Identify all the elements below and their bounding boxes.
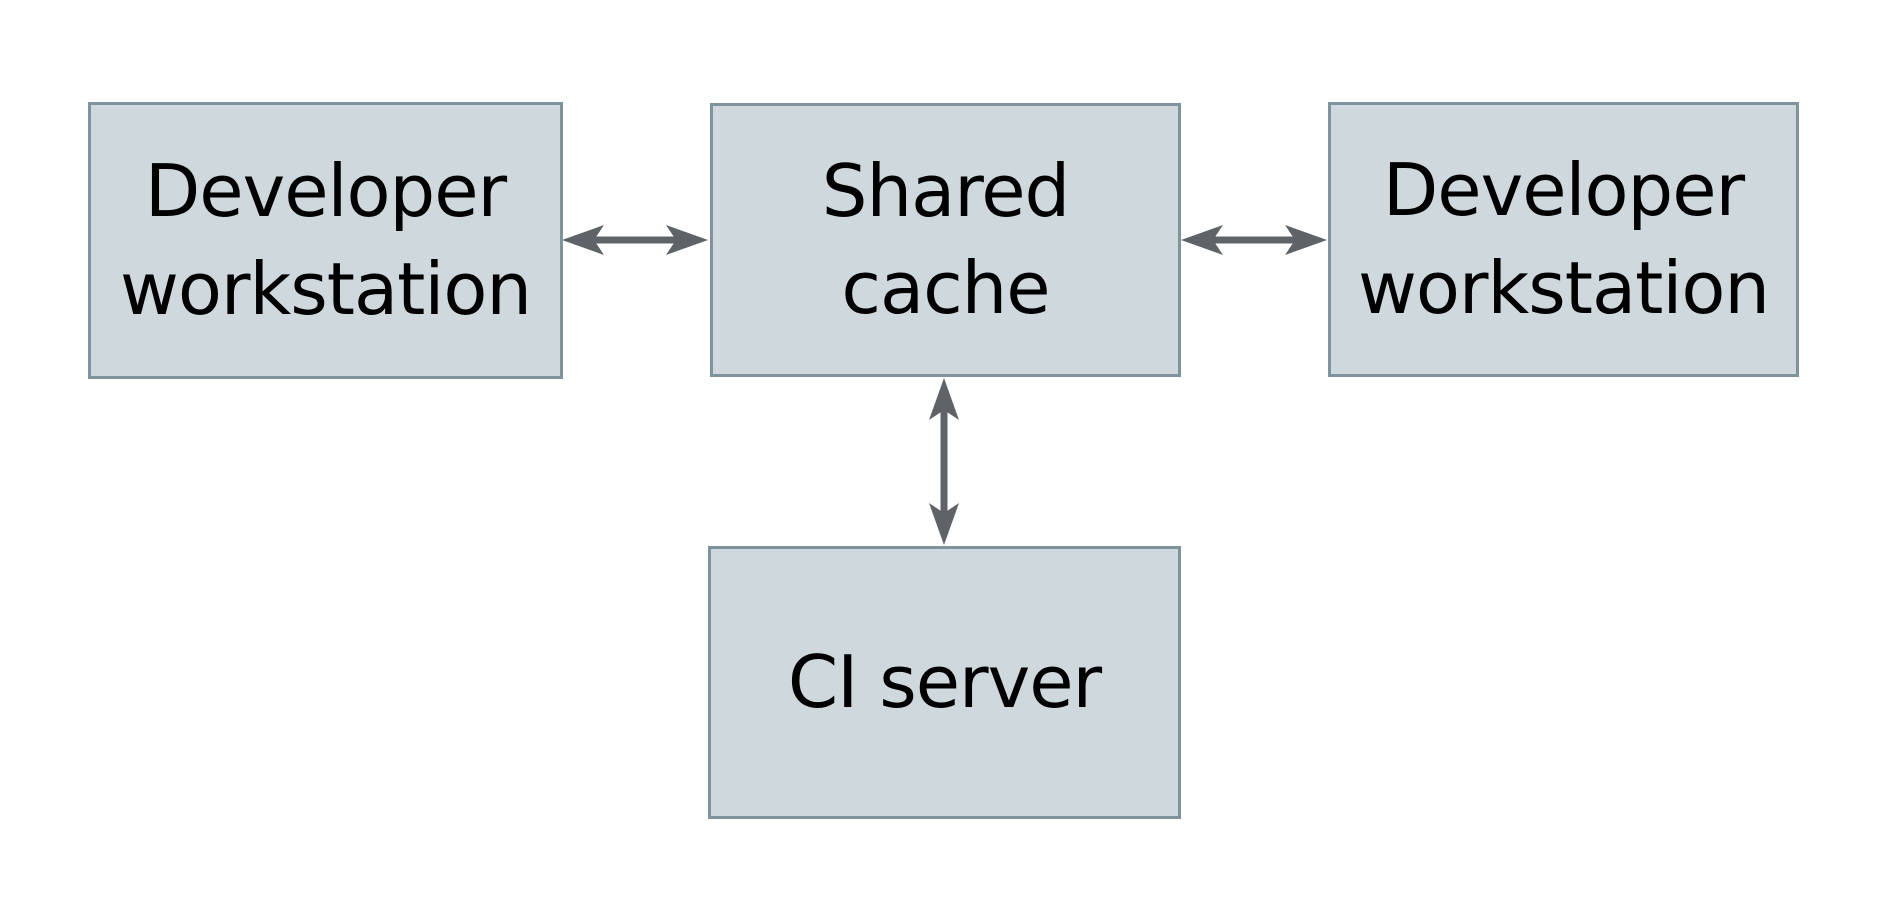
node-label: Shared cache bbox=[821, 148, 1070, 330]
node-shared-cache: Shared cache bbox=[710, 103, 1181, 377]
node-label: Developer workstation bbox=[119, 149, 532, 331]
node-label: Developer workstation bbox=[1357, 148, 1770, 330]
node-developer-workstation-right: Developer workstation bbox=[1328, 102, 1799, 377]
node-ci-server: CI server bbox=[708, 546, 1181, 819]
node-label: CI server bbox=[787, 639, 1102, 724]
node-developer-workstation-left: Developer workstation bbox=[88, 102, 563, 379]
